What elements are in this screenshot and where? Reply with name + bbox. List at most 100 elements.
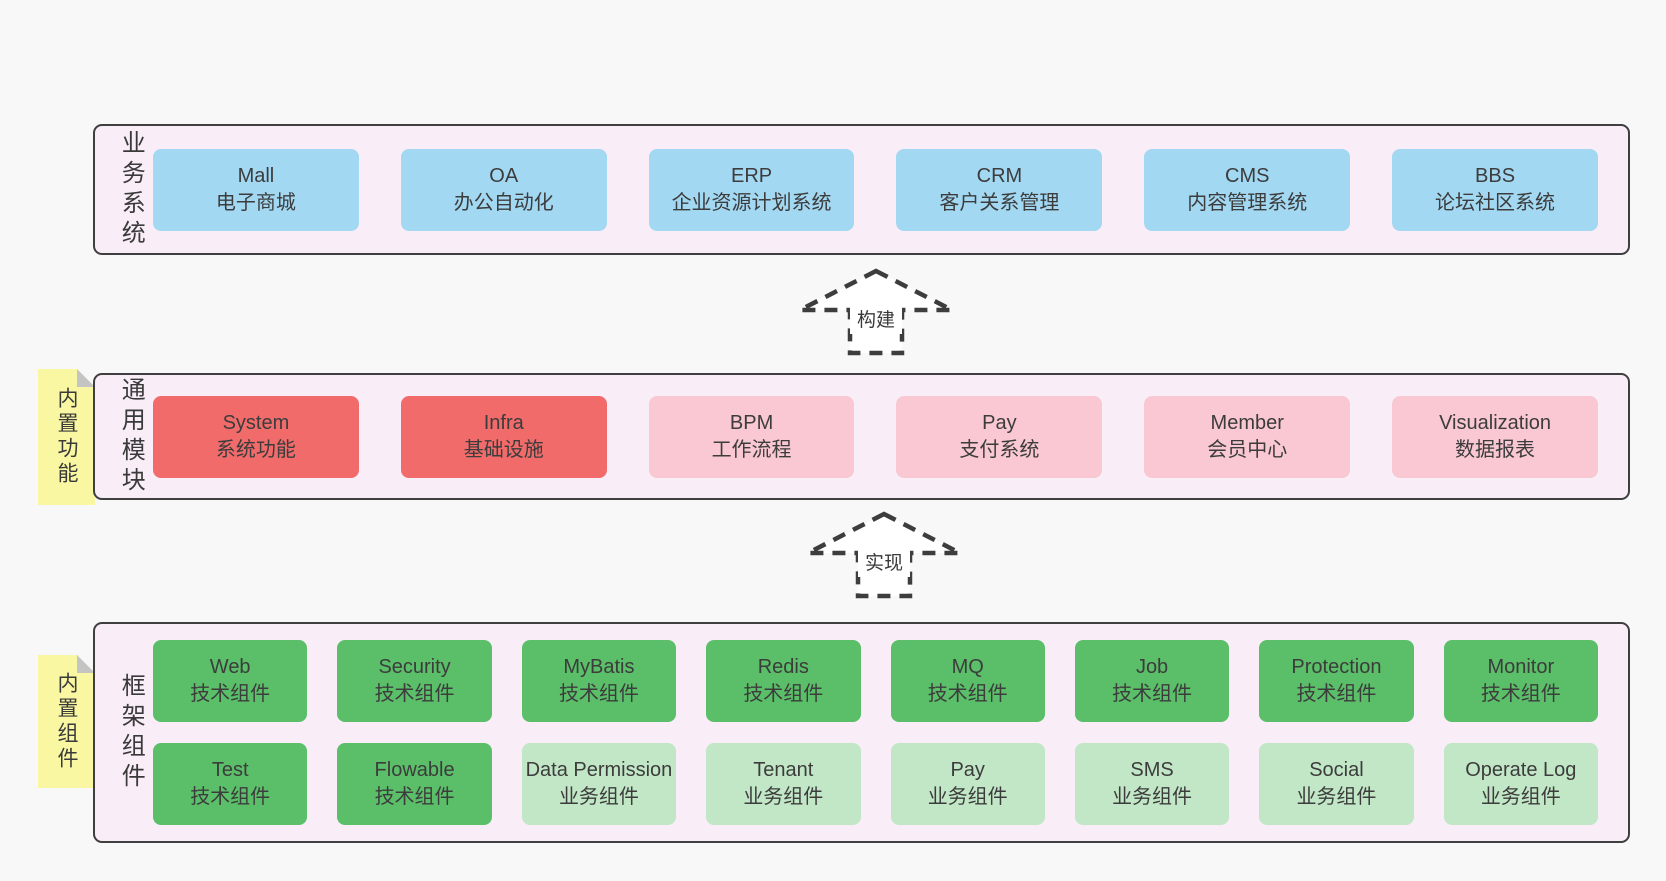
- box-subtitle: 技术组件: [374, 786, 455, 808]
- box-title: Social: [1309, 759, 1364, 781]
- layer-business-systems: 业务系统 Mall 电子商城 OA 办公自动化 ERP 企业资源计划系统 CRM…: [93, 124, 1630, 255]
- box-subtitle: 数据报表: [1455, 438, 1536, 461]
- arrow-build: 构建: [796, 267, 956, 357]
- box-title: OA: [489, 164, 519, 187]
- layer-label-text: 业务系统: [117, 129, 145, 250]
- box-subtitle: 技术组件: [190, 683, 271, 705]
- box-protection: Protection 技术组件: [1259, 640, 1414, 722]
- box-subtitle: 业务组件: [927, 786, 1008, 808]
- box-web: Web 技术组件: [153, 640, 308, 722]
- box-subtitle: 电子商城: [215, 191, 296, 214]
- box-title: ERP: [731, 164, 773, 187]
- folded-corner: [77, 655, 95, 673]
- box-subtitle: 技术组件: [558, 683, 639, 705]
- box-oa: OA 办公自动化: [400, 148, 607, 231]
- box-cms: CMS 内容管理系统: [1144, 148, 1351, 231]
- box-sms: SMS 业务组件: [1074, 743, 1230, 825]
- components-row-2: Test 技术组件 Flowable 技术组件 Data Permission …: [153, 743, 1598, 825]
- box-redis: Redis 技术组件: [706, 640, 861, 722]
- box-title: Visualization: [1439, 411, 1552, 434]
- box-crm: CRM 客户关系管理: [896, 148, 1103, 231]
- layer-label-modules: 通用模块: [107, 377, 153, 497]
- box-operate-log: Operate Log 业务组件: [1443, 743, 1598, 825]
- box-erp: ERP 企业资源计划系统: [648, 148, 855, 231]
- box-title: BBS: [1475, 164, 1516, 187]
- box-subtitle: 办公自动化: [453, 191, 554, 214]
- box-subtitle: 论坛社区系统: [1435, 191, 1556, 214]
- box-subtitle: 客户关系管理: [939, 191, 1060, 214]
- business-boxes-row: Mall 电子商城 OA 办公自动化 ERP 企业资源计划系统 CRM 客户关系…: [153, 148, 1628, 231]
- box-test: Test 技术组件: [153, 743, 308, 825]
- sticky-label: 内置功能: [55, 387, 79, 487]
- box-title: System: [222, 411, 290, 434]
- box-subtitle: 技术组件: [1112, 683, 1193, 705]
- box-infra: Infra 基础设施: [400, 395, 607, 478]
- box-subtitle: 技术组件: [743, 683, 824, 705]
- box-subtitle: 技术组件: [1480, 683, 1561, 705]
- box-title: SMS: [1130, 759, 1174, 781]
- box-subtitle: 技术组件: [190, 786, 271, 808]
- box-title: Test: [211, 759, 249, 781]
- box-subtitle: 基础设施: [463, 438, 544, 461]
- box-bbs: BBS 论坛社区系统: [1392, 148, 1598, 231]
- box-title: Redis: [757, 656, 809, 678]
- sticky-note-shape: [38, 655, 95, 788]
- box-flowable: Flowable 技术组件: [337, 743, 492, 825]
- box-title: Pay: [950, 759, 985, 781]
- box-subtitle: 内容管理系统: [1187, 191, 1308, 214]
- box-system: System 系统功能: [153, 395, 359, 478]
- box-tenant: Tenant 业务组件: [706, 743, 861, 825]
- box-subtitle: 企业资源计划系统: [671, 191, 832, 214]
- sticky-label: 内置组件: [55, 671, 79, 772]
- box-visualization: Visualization 数据报表: [1392, 395, 1598, 478]
- box-subtitle: 业务组件: [1296, 786, 1377, 808]
- box-title: Web: [209, 656, 251, 678]
- box-title: Member: [1210, 411, 1284, 434]
- box-subtitle: 技术组件: [927, 683, 1008, 705]
- box-mybatis: MyBatis 技术组件: [521, 640, 677, 722]
- arrow-implement-label: 实现: [857, 546, 911, 577]
- box-title: Operate Log: [1465, 759, 1577, 781]
- arrow-implement: 实现: [804, 510, 964, 600]
- box-title: MQ: [951, 656, 984, 678]
- sticky-note-shape: [38, 369, 95, 505]
- box-title: Pay: [982, 411, 1017, 434]
- box-monitor: Monitor 技术组件: [1443, 640, 1598, 722]
- box-security: Security 技术组件: [337, 640, 492, 722]
- folded-corner: [77, 369, 95, 387]
- box-mall: Mall 电子商城: [153, 148, 359, 231]
- box-bpm: BPM 工作流程: [648, 395, 855, 478]
- components-rows: Web 技术组件 Security 技术组件 MyBatis 技术组件 Redi…: [153, 640, 1628, 825]
- box-title: MyBatis: [563, 656, 635, 678]
- box-title: Security: [378, 656, 451, 678]
- box-title: Data Permission: [525, 759, 673, 781]
- box-title: Tenant: [753, 759, 814, 781]
- modules-boxes-row: System 系统功能 Infra 基础设施 BPM 工作流程 Pay 支付系统…: [153, 395, 1628, 478]
- box-job: Job 技术组件: [1074, 640, 1230, 722]
- box-mq: MQ 技术组件: [890, 640, 1045, 722]
- box-pay-component: Pay 业务组件: [890, 743, 1045, 825]
- box-title: Flowable: [374, 759, 455, 781]
- sticky-note-builtin-features: 内置功能: [38, 369, 95, 505]
- sticky-note-builtin-components: 内置组件: [38, 655, 95, 788]
- box-subtitle: 业务组件: [558, 786, 639, 808]
- box-title: Protection: [1291, 656, 1382, 678]
- layer-label-business: 业务系统: [107, 130, 153, 250]
- box-subtitle: 技术组件: [1296, 683, 1377, 705]
- box-subtitle: 会员中心: [1207, 438, 1288, 461]
- box-member: Member 会员中心: [1144, 395, 1351, 478]
- box-title: CMS: [1225, 164, 1270, 187]
- layer-label-text: 通用模块: [117, 376, 145, 497]
- box-subtitle: 技术组件: [374, 683, 455, 705]
- box-subtitle: 业务组件: [743, 786, 824, 808]
- box-data-permission: Data Permission 业务组件: [521, 743, 677, 825]
- box-title: Infra: [483, 411, 524, 434]
- box-pay-module: Pay 支付系统: [896, 395, 1103, 478]
- arrow-build-label: 构建: [849, 303, 903, 334]
- layer-label-components: 框架组件: [107, 673, 153, 793]
- box-title: CRM: [976, 164, 1023, 187]
- layer-framework-components: 框架组件 Web 技术组件 Security 技术组件 MyBatis 技术组件…: [93, 622, 1630, 843]
- layer-common-modules: 通用模块 System 系统功能 Infra 基础设施 BPM 工作流程 Pay…: [93, 373, 1630, 500]
- box-social: Social 业务组件: [1259, 743, 1414, 825]
